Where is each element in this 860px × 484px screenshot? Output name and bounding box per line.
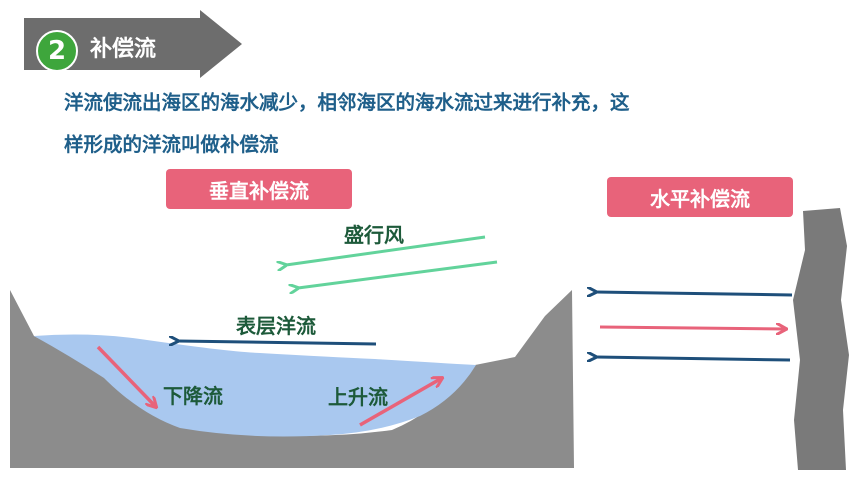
description-line-2: 样形成的洋流叫做补偿流 xyxy=(64,133,279,156)
coastline-land xyxy=(793,208,849,470)
wind-arrow-2 xyxy=(298,260,498,288)
surface-current-arrow xyxy=(178,341,377,344)
downwelling-label: 下降流 xyxy=(163,384,223,408)
horizontal-compensation-arrow xyxy=(599,327,786,329)
description-text: 洋流使流出海区的海水减少，相邻海区的海水流过来进行补充，这 样形成的洋流叫做补偿… xyxy=(64,82,824,166)
ocean-basin-land xyxy=(10,290,574,468)
wind-arrow-1 xyxy=(286,235,486,265)
step-number-badge: 2 xyxy=(36,30,78,72)
surface-current-label: 表层洋流 xyxy=(236,314,316,338)
downwelling-arrow xyxy=(96,345,156,407)
horizontal-current-arrow-1 xyxy=(596,292,793,295)
upwelling-arrow xyxy=(359,378,442,427)
prevailing-wind-label: 盛行风 xyxy=(344,223,404,247)
horizontal-compensation-tag: 水平补偿流 xyxy=(607,177,793,217)
horizontal-current-arrow-2 xyxy=(596,357,791,360)
ocean-water xyxy=(34,334,476,437)
header-arrow-banner xyxy=(24,10,242,78)
section-title: 补偿流 xyxy=(90,37,157,62)
upwelling-label: 上升流 xyxy=(328,385,388,409)
description-line-1: 洋流使流出海区的海水减少，相邻海区的海水流过来进行补充，这 xyxy=(64,91,630,114)
vertical-compensation-tag: 垂直补偿流 xyxy=(166,169,352,209)
